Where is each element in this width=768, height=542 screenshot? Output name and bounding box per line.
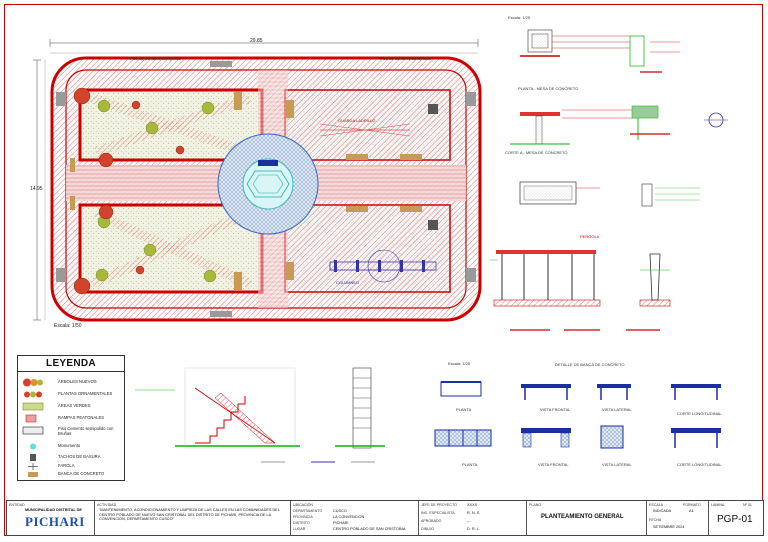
- planta-mesa-label: PLANTA - MESA DE CONCRETO: [518, 86, 579, 91]
- legend-item: TACHOS DE BASURA: [20, 453, 122, 463]
- bench-corte-1: CORTE LONGITUDINAL: [677, 411, 722, 416]
- lamp-icon: [28, 463, 38, 470]
- trash-bin-icon: [30, 454, 36, 461]
- legend-item: ÁRBOLES NUEVOS: [20, 378, 122, 388]
- scale-cell: ESCALA INDICADA FORMATO A1 FECHA SETIEMB…: [647, 501, 709, 535]
- plan-cell: PLANO PLANTEAMIENTO GENERAL: [527, 501, 647, 535]
- activity-cell: ACTIVIDAD "MANTENIMIENTO, ACONDICIONAMIE…: [95, 501, 291, 535]
- main-scale: Escala: 1/50: [54, 323, 82, 329]
- location-cell: UBICACIÓN DEPARTAMENTO CUSCO PROVINCIA L…: [291, 501, 419, 535]
- bench-label: GUARDA LADRILLO: [338, 118, 376, 123]
- pavement-icon: [22, 426, 44, 435]
- corte-mesa-label: CORTE A - MESA DE CONCRETO: [505, 150, 568, 155]
- legend-item: PLANTAS ORNAMENTALES: [20, 390, 122, 400]
- pavement-label-2: Piso de Cemento semipulido: [380, 56, 431, 61]
- sheet-number: PGP-01: [717, 514, 753, 525]
- bench-vista-lateral-1: VISTA LATERAL: [602, 407, 632, 412]
- left-dimension: 14.95: [30, 186, 43, 192]
- entity-logo: PICHARI: [25, 514, 85, 529]
- bench-vista-lateral-2: VISTA LATERAL: [602, 462, 632, 467]
- entity-cell: ENTIDAD MUNICIPALIDAD DISTRITAL DE PICHA…: [7, 501, 95, 535]
- trees-icon: [23, 378, 43, 387]
- bench-details: [434, 381, 721, 449]
- responsibles-cell: JEFE DE PROYECTO XXXX ING. ESPECIALISTA …: [419, 501, 527, 535]
- legend-item: Monumento: [20, 442, 122, 452]
- legend-title: LEYENDA: [46, 358, 96, 369]
- monument-icon: [30, 443, 36, 450]
- ramp-icon: [25, 414, 37, 423]
- legend-item: FAROLA: [20, 462, 122, 472]
- bench-planta-2: PLANTA: [462, 462, 478, 467]
- legend-item: RAMPAS PEATONALES: [20, 414, 122, 424]
- pavement-label-1: Piso de Cemento semipulido: [130, 56, 181, 61]
- scale-top: Escala: 1/25: [508, 15, 531, 20]
- column-label: COLUMNEO: [336, 280, 360, 285]
- top-dimension: 29.85: [250, 38, 263, 44]
- pergola-label: PERGOLA: [580, 234, 600, 239]
- legend-item: BANCA DE CONCRETO: [20, 470, 122, 480]
- legend-item: ÁREAS VERDES: [20, 402, 122, 412]
- bench-vista-frontal-2: VISTA FRONTAL: [538, 462, 569, 467]
- plan-title: PLANTEAMIENTO GENERAL: [541, 514, 624, 520]
- garden-top-left: [78, 88, 264, 162]
- bench-corte-2: CORTE LONGITUDINAL: [677, 462, 722, 467]
- legend: LEYENDA ÁRBOLES NUEVOS PLANTAS ORNAMENTA…: [17, 355, 125, 481]
- bench-planta-1: PLANTA: [456, 407, 472, 412]
- legend-item: Piso Cemento semipulido con Bruñas: [20, 426, 122, 440]
- detail-drawings: [490, 29, 728, 331]
- sheet-number-cell: LAMINA Nº 01 PGP-01: [711, 503, 753, 525]
- bench-title: DETALLE DE BANCA DE CONCRETO: [555, 362, 625, 367]
- bench-vista-frontal-1: VISTA FRONTAL: [540, 407, 571, 412]
- bench-scale: Escala: 1/25: [448, 361, 471, 366]
- plants-icon: [24, 391, 42, 398]
- title-block: ENTIDAD MUNICIPALIDAD DISTRITAL DE PICHA…: [6, 500, 764, 536]
- green-area-icon: [22, 402, 44, 411]
- stair-detail: [135, 367, 385, 463]
- bench-icon: [28, 472, 38, 477]
